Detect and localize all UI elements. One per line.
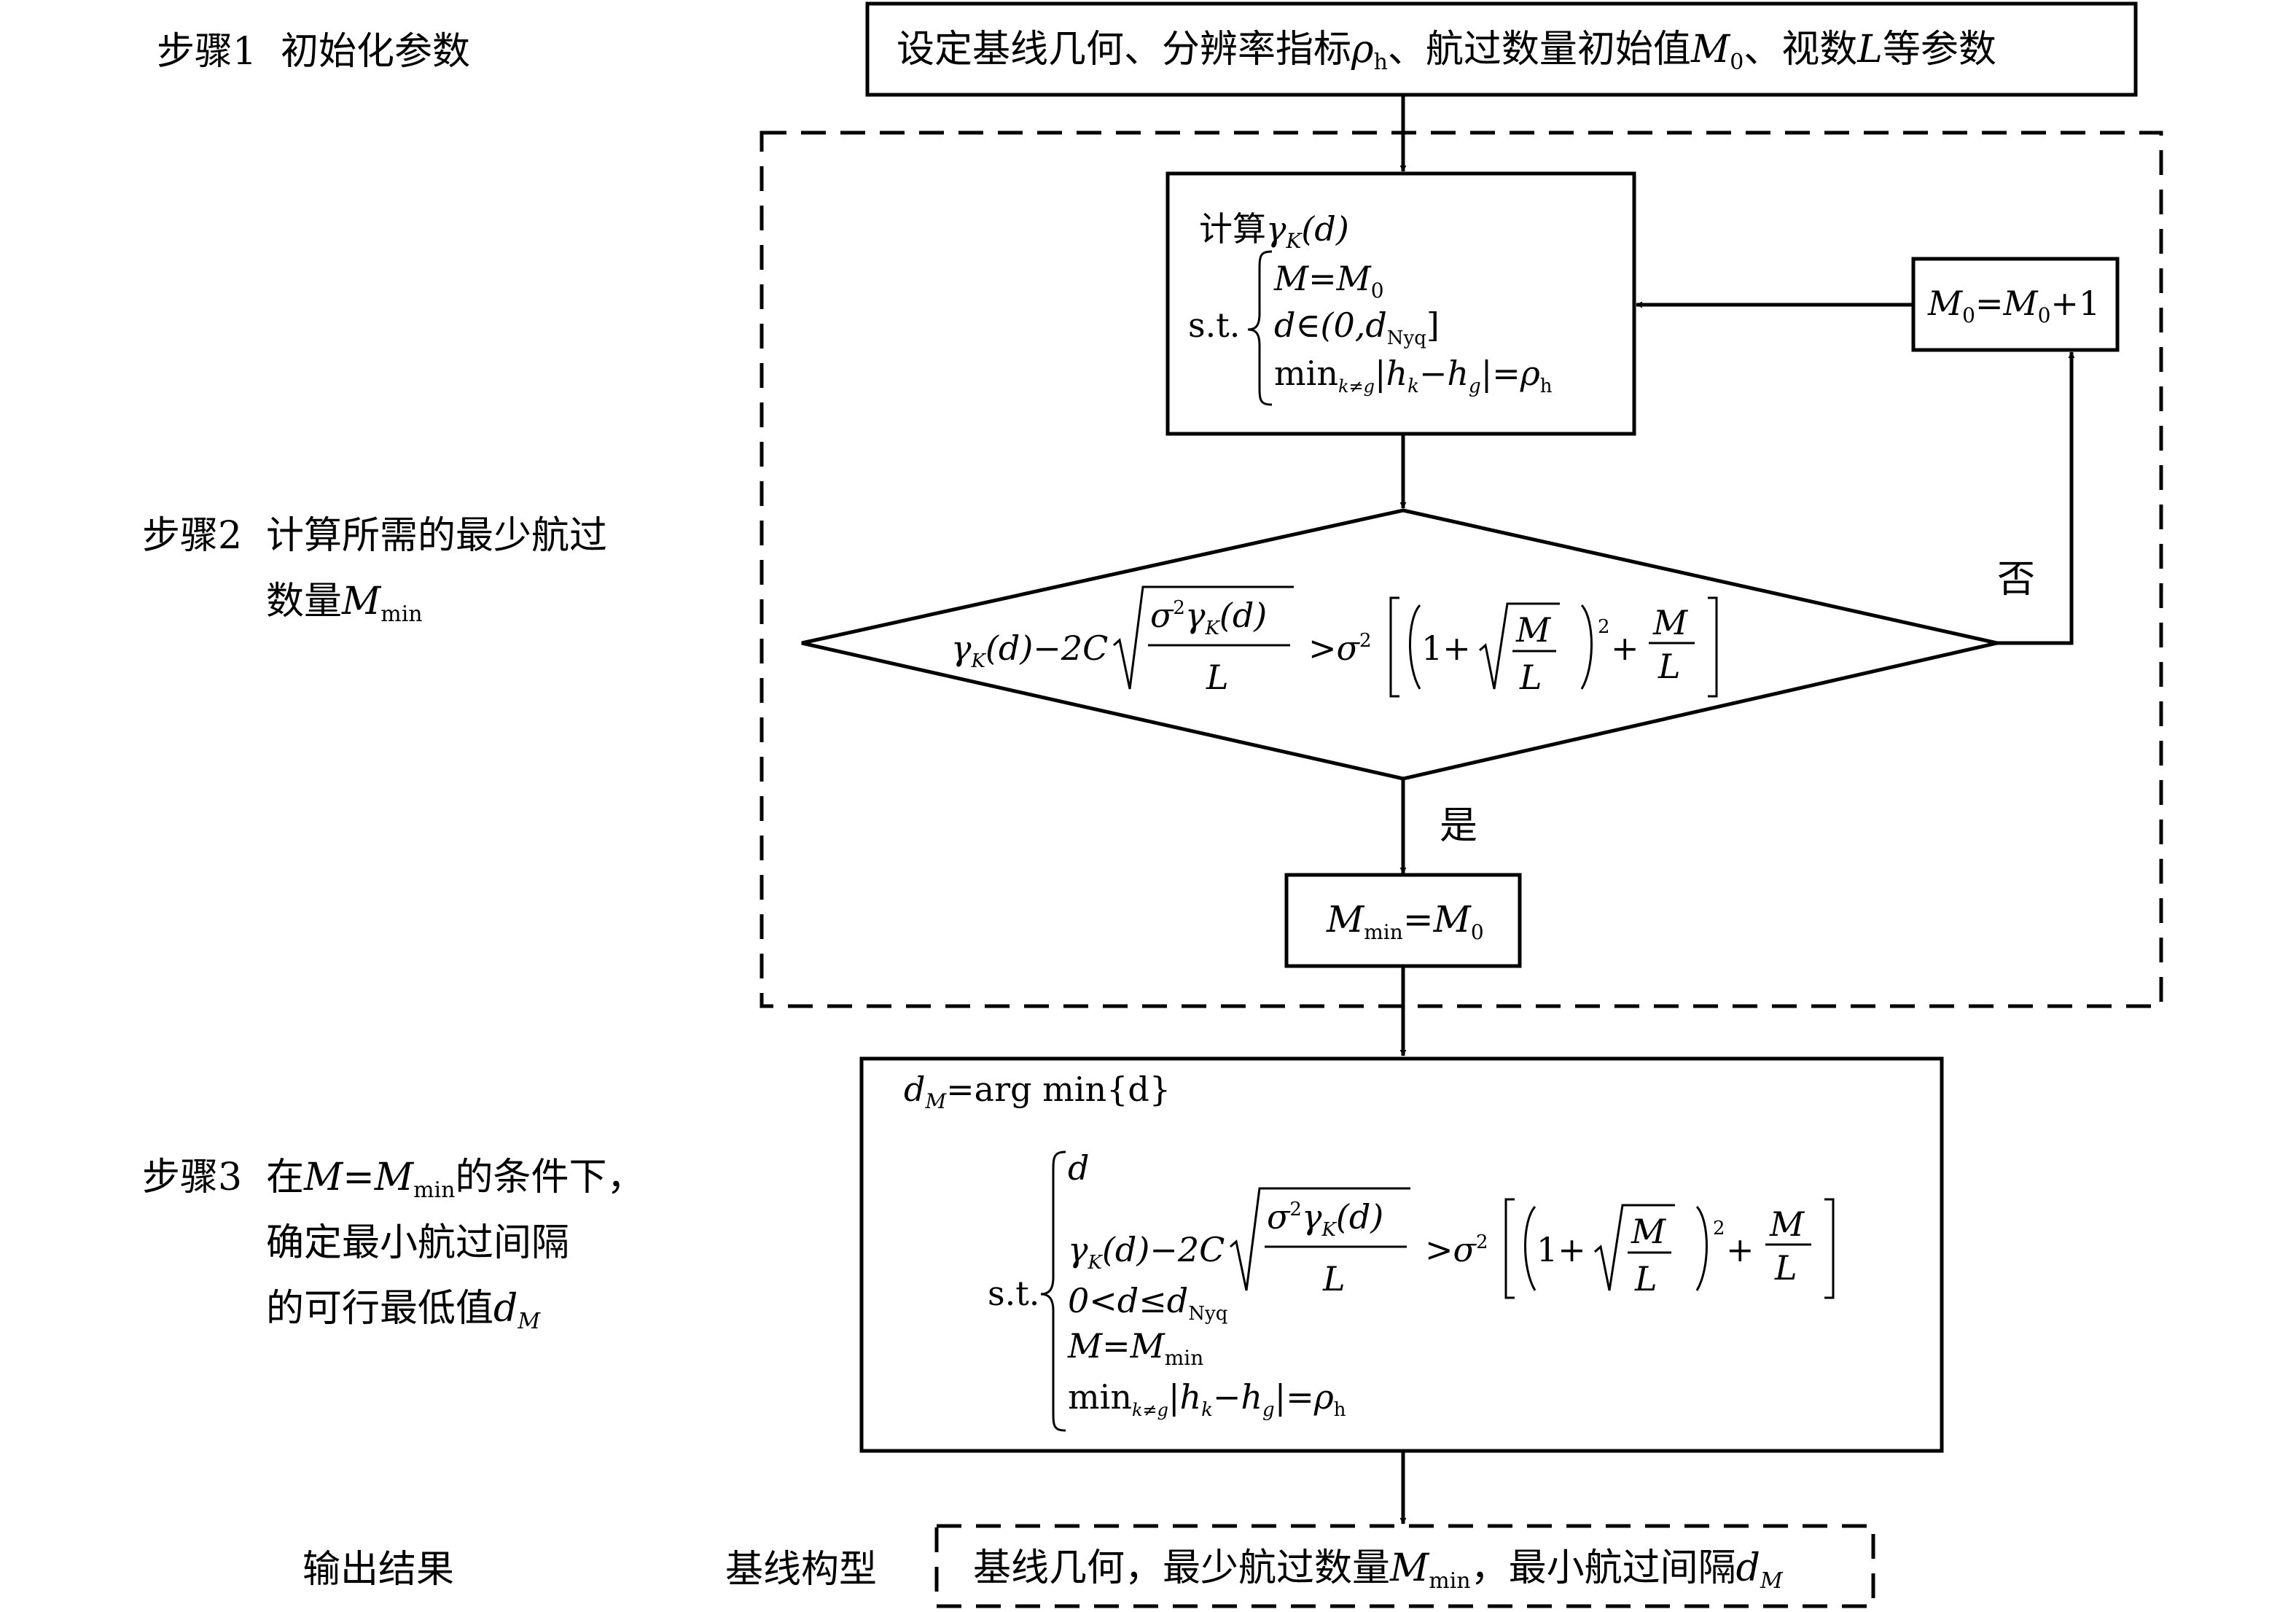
svg-text:M: M [1631, 1212, 1667, 1251]
condition-formula: γK(d)−2C σ2γK(d) L >σ2 1+ M L 2 + M L [951, 585, 1718, 698]
mmin-text: Mmin=M0 [1326, 898, 1484, 944]
step2-sub-min: min [380, 601, 422, 627]
final-brace [1040, 1150, 1066, 1432]
final-constraint-3: 0<d≤dNyq [1068, 1281, 1227, 1325]
edge-condition-no [1997, 351, 2075, 645]
svg-text:M: M [1652, 603, 1689, 642]
svg-text:M: M [1515, 610, 1552, 650]
svg-text:σ2γK(d): σ2γK(d) [1150, 596, 1267, 639]
step2-label: 步骤2 [142, 514, 242, 558]
output-text: 基线几何，最少航过数量Mmin，最小航过间隔dM [973, 1546, 1784, 1594]
svg-text:>σ2: >σ2 [1308, 628, 1372, 668]
svg-text:M: M [1769, 1204, 1805, 1244]
compute-constraint-2: d∈(0,dNyq] [1274, 305, 1440, 349]
step3-line2: 确定最小航过间隔 [266, 1221, 569, 1265]
step1-title: 初始化参数 [281, 30, 470, 74]
init-box [865, 1, 2138, 97]
svg-text:L: L [1774, 1248, 1797, 1288]
step1-label: 步骤1 [157, 30, 257, 74]
step2-line2-prefix: 数量 [266, 580, 342, 623]
compute-title: 计算γK(d) [1199, 209, 1349, 253]
svg-text:γK(d)−2C: γK(d)−2C [951, 628, 1108, 672]
step2-title-line1: 计算所需的最少航过 [266, 514, 607, 558]
final-constraint-5: mink≠g|hk−hg|=ρh [1068, 1377, 1346, 1421]
svg-text:γK(d)−2C: γK(d)−2C [1068, 1230, 1225, 1274]
step3-label: 步骤3 [142, 1156, 242, 1199]
final-constraint-1: d [1068, 1148, 1089, 1188]
label-yes: 是 [1440, 804, 1477, 848]
svg-text:>σ2: >σ2 [1425, 1230, 1488, 1269]
compute-constraint-3: mink≠g|hk−hg|=ρh [1274, 354, 1553, 397]
final-constraint-4: M=Mmin [1067, 1326, 1203, 1370]
svg-text:σ2γK(d): σ2γK(d) [1267, 1197, 1383, 1241]
label-no: 否 [1997, 558, 2035, 601]
svg-text:L: L [1634, 1259, 1657, 1298]
step3-line1: 在M=Mmin的条件下， [266, 1156, 644, 1203]
step2-M: M [341, 580, 382, 623]
svg-text:1+: 1+ [1421, 628, 1471, 668]
svg-text:L: L [1657, 647, 1681, 686]
final-st: s.t. [988, 1274, 1039, 1313]
increment-text: M0=M0+1 [1927, 284, 2100, 327]
svg-text:1+: 1+ [1536, 1230, 1586, 1269]
svg-text:+: + [1611, 628, 1639, 668]
svg-text:+: + [1726, 1230, 1754, 1269]
compute-brace [1247, 250, 1273, 406]
output-label: 输出结果 [302, 1548, 454, 1592]
compute-st: s.t. [1188, 305, 1240, 345]
step2-dashed-region [760, 131, 2163, 1008]
step2-title-line2: 数量Mmin [266, 580, 423, 627]
config-label: 基线构型 [725, 1548, 877, 1592]
init-box-text: 设定基线几何、分辨率指标ρh、航过数量初始值M0、视数L等参数 [897, 28, 1996, 75]
svg-text:2: 2 [1713, 1218, 1725, 1239]
condition-diamond [801, 508, 1998, 781]
svg-text:L: L [1519, 658, 1542, 697]
compute-box [1165, 171, 1636, 436]
final-constraint-2: γK(d)−2C σ2γK(d) L >σ2 1+ M L 2 + M L [1068, 1187, 1835, 1299]
compute-constraint-1: M=M0 [1273, 259, 1384, 303]
step3-line3: 的可行最低值dM [266, 1287, 541, 1334]
svg-text:L: L [1322, 1259, 1346, 1298]
svg-text:L: L [1206, 658, 1229, 697]
svg-text:2: 2 [1598, 616, 1610, 638]
step3-line1-prefix: 在 [266, 1156, 304, 1199]
final-title: dM=arg min{d} [904, 1070, 1171, 1113]
